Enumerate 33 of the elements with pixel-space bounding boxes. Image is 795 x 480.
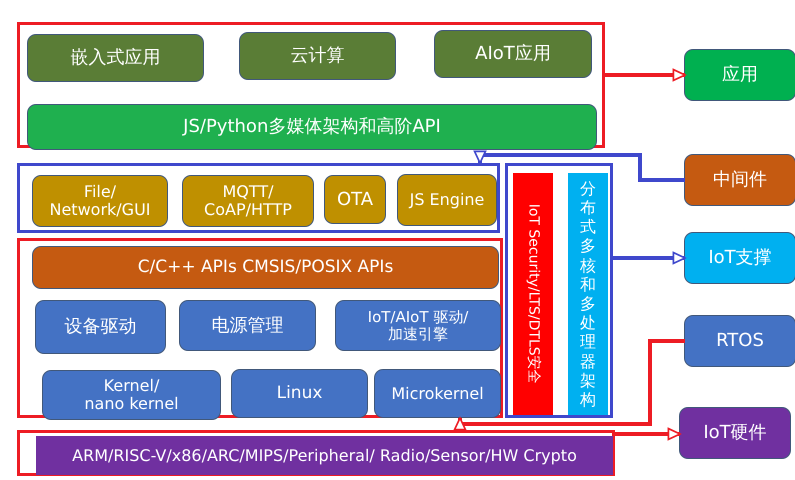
module-box: OTA (325, 176, 385, 223)
module-box: JS/Python多媒体架构和高阶API (28, 105, 596, 149)
layer-frame (505, 163, 613, 418)
arrow (474, 150, 685, 182)
vertical-bar: IoT Security/LTS/DTLS安全 (513, 173, 553, 415)
module-box: JS Engine (398, 175, 496, 225)
module-box: 电源管理 (180, 301, 315, 350)
module-box: File/ Network/GUI (33, 176, 167, 226)
layer-frame (17, 238, 503, 418)
arrow (613, 252, 686, 264)
arrow (454, 339, 685, 430)
layer-tag: RTOS (685, 316, 795, 366)
module-box: Kernel/ nano kernel (43, 371, 220, 419)
vertical-bar: 分布式多核和多处理器架构 (568, 173, 608, 415)
module-box: MQTT/ CoAP/HTTP (183, 176, 313, 226)
layer-frame (17, 22, 605, 148)
module-box: AIoT应用 (435, 31, 591, 77)
module-box: Linux (232, 370, 367, 417)
module-box: IoT/AIoT 驱动/加速引擎 (336, 301, 500, 350)
layer-frame (17, 430, 615, 476)
layer-tag: IoT硬件 (680, 408, 790, 458)
layer-tag: 中间件 (685, 155, 795, 205)
layer-tag: IoT支撑 (685, 233, 795, 283)
module-box: 云计算 (240, 33, 395, 79)
arrow (615, 428, 681, 440)
module-box: Microkernel (375, 370, 500, 417)
layer-tag: 应用 (685, 50, 795, 100)
module-box: 设备驱动 (36, 301, 165, 353)
arrow (605, 68, 686, 82)
module-bar: ARM/RISC-V/x86/ARC/MIPS/Peripheral/ Radio/Sensor/HW Crypto (36, 436, 613, 475)
module-box: 嵌入式应用 (28, 35, 203, 81)
module-box: C/C++ APIs CMSIS/POSIX APIs (33, 247, 498, 288)
layer-frame (17, 163, 500, 233)
